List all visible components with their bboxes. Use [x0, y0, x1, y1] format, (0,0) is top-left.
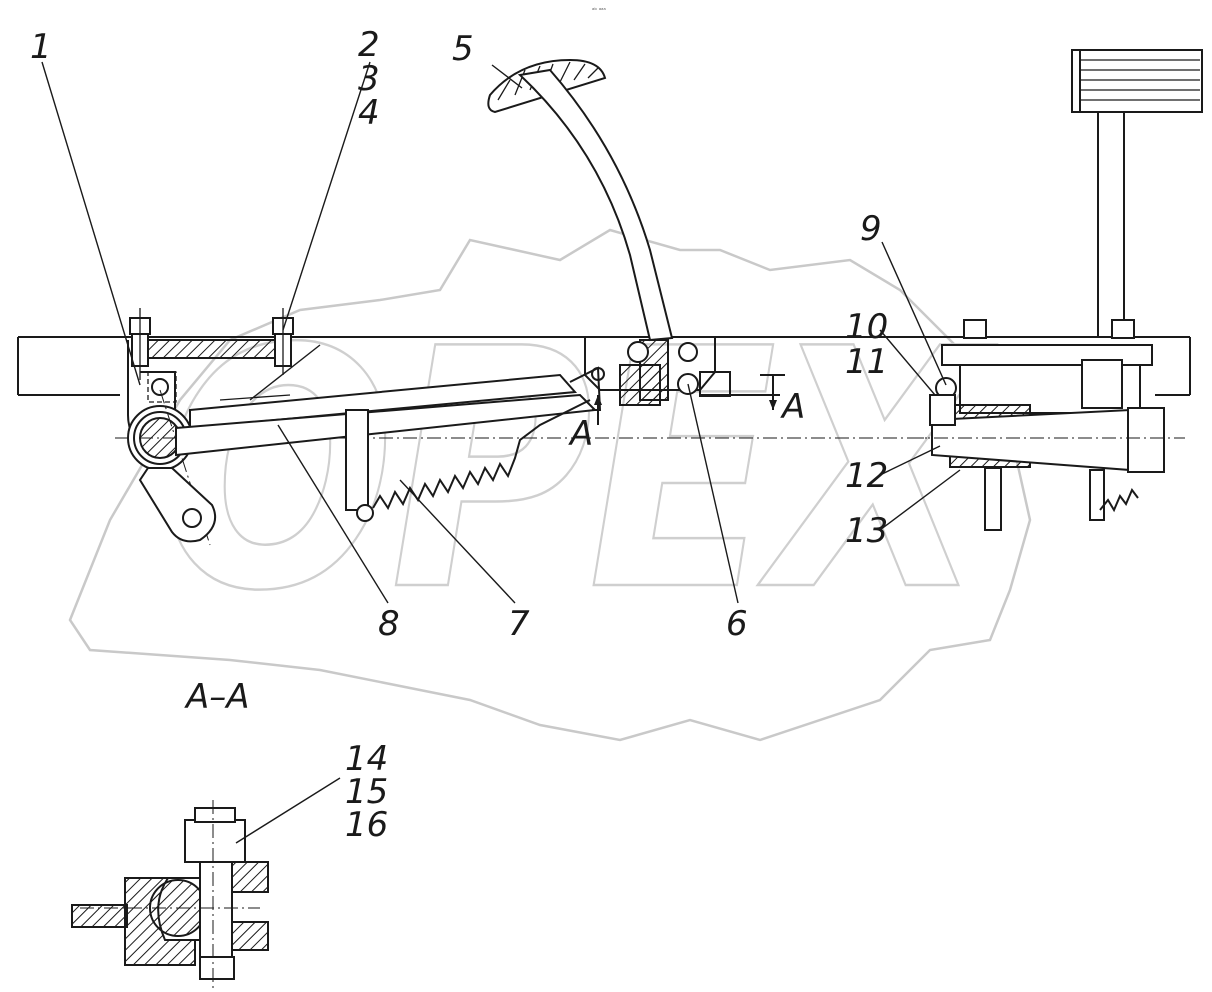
- frame-beam: [17, 336, 1191, 396]
- section-marker-left: А: [568, 414, 593, 454]
- callout-5: 5: [452, 29, 474, 69]
- callout-12: 12: [845, 456, 888, 496]
- callout-8: 8: [378, 604, 400, 644]
- return-spring: [372, 399, 591, 511]
- pedal-hub: [569, 337, 731, 411]
- bracket-left: [127, 308, 294, 449]
- callout-13: 13: [845, 511, 888, 551]
- section-marks: А А: [568, 374, 805, 454]
- header-mark: ᵃᵇ ᵃᵃᵃ: [592, 7, 606, 14]
- callout-16: 16: [345, 805, 388, 845]
- section-marker-right: А: [780, 387, 805, 427]
- callout-9: 9: [860, 209, 882, 249]
- callout-7: 7: [508, 604, 530, 644]
- leader-lines: [41, 61, 961, 844]
- watermark-text: OPEX: [160, 279, 997, 663]
- callout-14: 14: [345, 739, 388, 779]
- callout-15: 15: [345, 772, 388, 812]
- callout-labels: 1 2 3 4 5 6 7 8 9 10 11 12 13 14 15 16 А…: [30, 25, 888, 845]
- callout-10: 10: [845, 307, 888, 347]
- callout-11: 11: [845, 342, 888, 382]
- callout-6: 6: [726, 604, 748, 644]
- callout-3: 3: [358, 59, 380, 99]
- callout-1: 1: [30, 27, 52, 67]
- callout-2: 2: [358, 25, 380, 65]
- watermark-gear: OPEX: [68, 228, 1032, 742]
- section-aa-detail: [71, 800, 269, 990]
- section-title: А–А: [184, 677, 250, 717]
- right-assembly: [910, 49, 1203, 531]
- lower-lever: [138, 467, 216, 543]
- brake-pedal: [487, 58, 674, 342]
- link-rod: [175, 373, 598, 522]
- callout-4: 4: [358, 93, 380, 133]
